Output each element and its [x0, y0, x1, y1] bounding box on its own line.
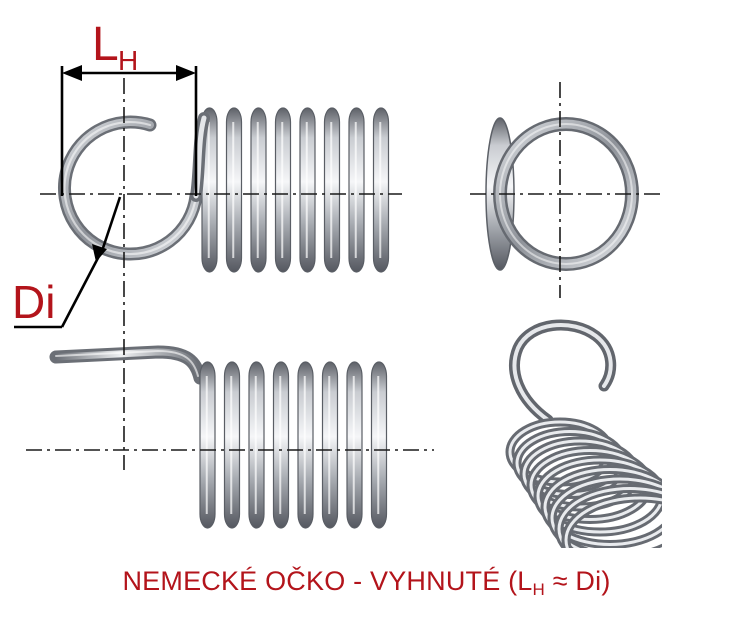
center-lines	[26, 78, 660, 470]
perspective-coil-highlight	[557, 487, 662, 548]
lh-label: L	[92, 18, 119, 71]
perspective-coil-highlight	[536, 458, 662, 534]
side-view	[49, 345, 388, 529]
perspective-hook	[509, 319, 617, 426]
caption: NEMECKÉ OČKO - VYHNUTÉ (LH ≈ Di)	[0, 566, 733, 600]
perspective-coil-highlight	[564, 496, 662, 548]
di-label: Di	[12, 276, 55, 328]
perspective-coil-highlight	[543, 468, 662, 546]
perspective-coils	[505, 417, 662, 548]
perspective-view	[505, 319, 662, 548]
dimension-di: Di	[12, 196, 122, 329]
dimension-lh: L H	[60, 18, 198, 196]
coil-body-top	[201, 107, 390, 273]
front-view	[58, 107, 390, 273]
coil-body-bottom	[199, 361, 388, 529]
perspective-coil-highlight	[550, 477, 662, 548]
caption-suffix: ≈ Di)	[545, 566, 611, 596]
caption-prefix: NEMECKÉ OČKO - VYHNUTÉ (L	[122, 566, 533, 596]
caption-subscript: H	[532, 580, 546, 599]
lh-subscript: H	[118, 45, 138, 76]
